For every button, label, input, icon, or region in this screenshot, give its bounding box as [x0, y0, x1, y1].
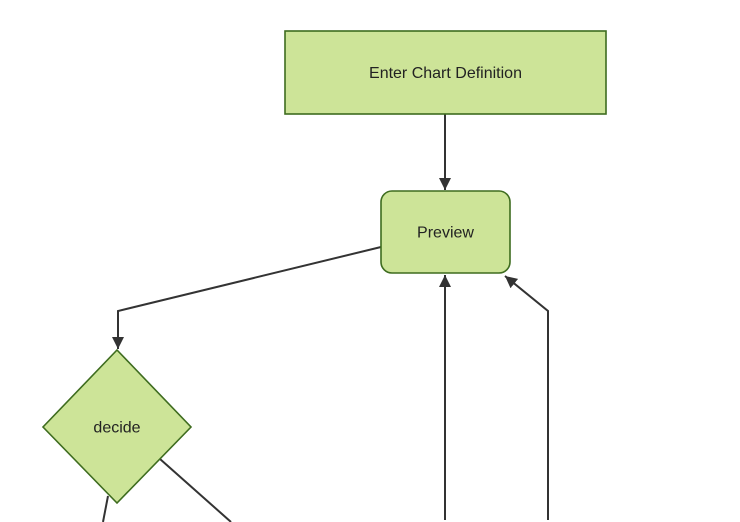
node-preview-label: Preview	[417, 225, 474, 242]
node-enter-chart-definition-label: Enter Chart Definition	[369, 65, 522, 82]
edge-decide-to-offscreen-right	[159, 458, 232, 522]
node-preview	[380, 190, 511, 274]
edge-preview-to-decide	[112, 246, 382, 349]
edge-decide-to-offscreen-left	[102, 495, 109, 522]
node-decide	[41, 348, 193, 505]
node-enter-chart-definition	[284, 30, 607, 115]
edge-offscreen-to-preview-corner	[504, 275, 549, 520]
node-decide-label: decide	[93, 420, 140, 437]
